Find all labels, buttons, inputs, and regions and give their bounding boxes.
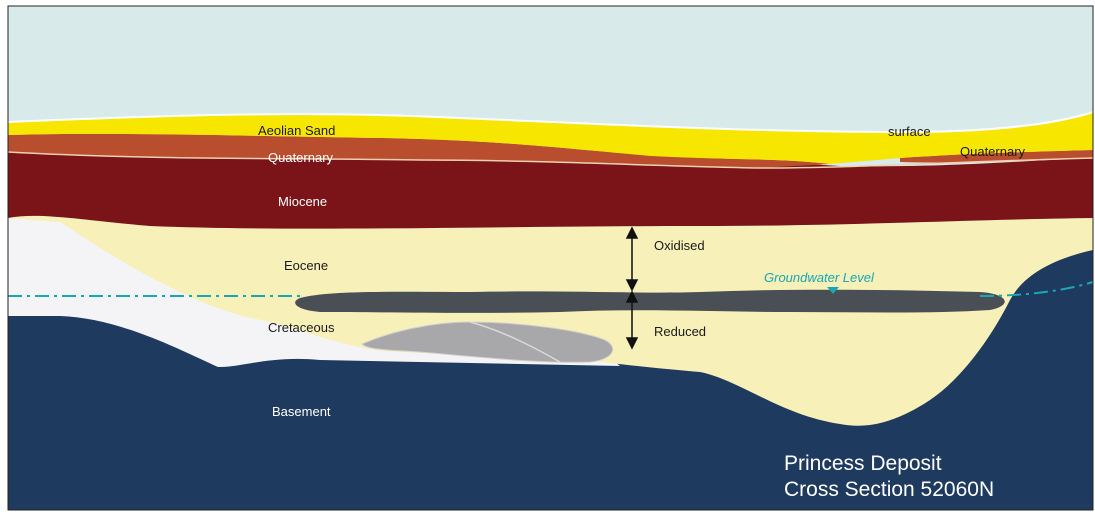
oxidised-label: Oxidised [654,238,705,253]
miocene-layer [8,145,1093,229]
groundwater-level-marker [827,287,839,294]
title-line-1: Princess Deposit [784,452,942,475]
quaternary-right-label: Quaternary [960,144,1026,159]
quaternary-left-label: Quaternary [268,150,334,165]
quaternary-boundary-line [7,151,1094,169]
groundwater-level-label: Groundwater Level [764,270,875,285]
eocene-label: Eocene [284,258,328,273]
oxidised-arrow [625,226,639,292]
frame-border [7,5,1094,511]
miocene-label: Miocene [278,194,327,209]
reduced-arrow [625,290,639,350]
aeolian-sand-layer [8,112,1093,164]
ore-body [295,289,1005,313]
grey-lens [361,321,614,363]
eocene-layer [8,215,1093,426]
surface-line [7,111,1094,134]
title-line-2: Cross Section 52060N [784,478,994,501]
reduced-label: Reduced [654,324,706,339]
basement-label: Basement [272,404,331,419]
cretaceous-label: Cretaceous [268,320,335,335]
groundwater-level-line [8,281,1094,297]
cretaceous-layer [8,218,620,368]
surface-label: surface [888,124,931,139]
quaternary-layer [8,133,830,168]
lens-contact-line [469,321,561,363]
aeolian-sand-label: Aeolian Sand [258,123,335,138]
